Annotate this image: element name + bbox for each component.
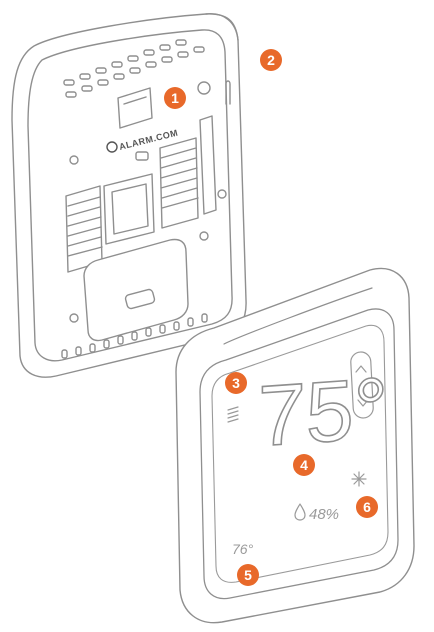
callout-4-label: 4 (300, 457, 308, 473)
humidity-readout: 48% (309, 506, 339, 523)
terminal-block-right (159, 137, 199, 229)
setpoint-adjust-control (350, 351, 374, 419)
callout-3-label: 3 (232, 375, 240, 391)
back-plate (11, 13, 247, 378)
menu-icon (227, 406, 239, 423)
vent-slots-top (63, 39, 205, 98)
chevron-up-icon (355, 365, 367, 373)
callout-6-label: 6 (363, 499, 371, 515)
callout-2: 2 (260, 49, 282, 71)
chevron-down-icon (357, 399, 369, 407)
droplet-icon (294, 503, 306, 521)
callout-2-label: 2 (267, 52, 275, 68)
vent-slots-bottom (61, 313, 208, 359)
current-temperature: 75° (258, 360, 388, 465)
callout-4: 4 (293, 454, 315, 476)
callout-1-label: 1 (171, 90, 179, 106)
callout-5-label: 5 (244, 567, 252, 583)
callout-5: 5 (237, 564, 259, 586)
front-unit (175, 267, 415, 624)
snowflake-icon (351, 471, 367, 487)
callout-1: 1 (164, 87, 186, 109)
callout-6: 6 (356, 496, 378, 518)
callout-3: 3 (225, 372, 247, 394)
setpoint-temperature: 76° (232, 541, 254, 557)
